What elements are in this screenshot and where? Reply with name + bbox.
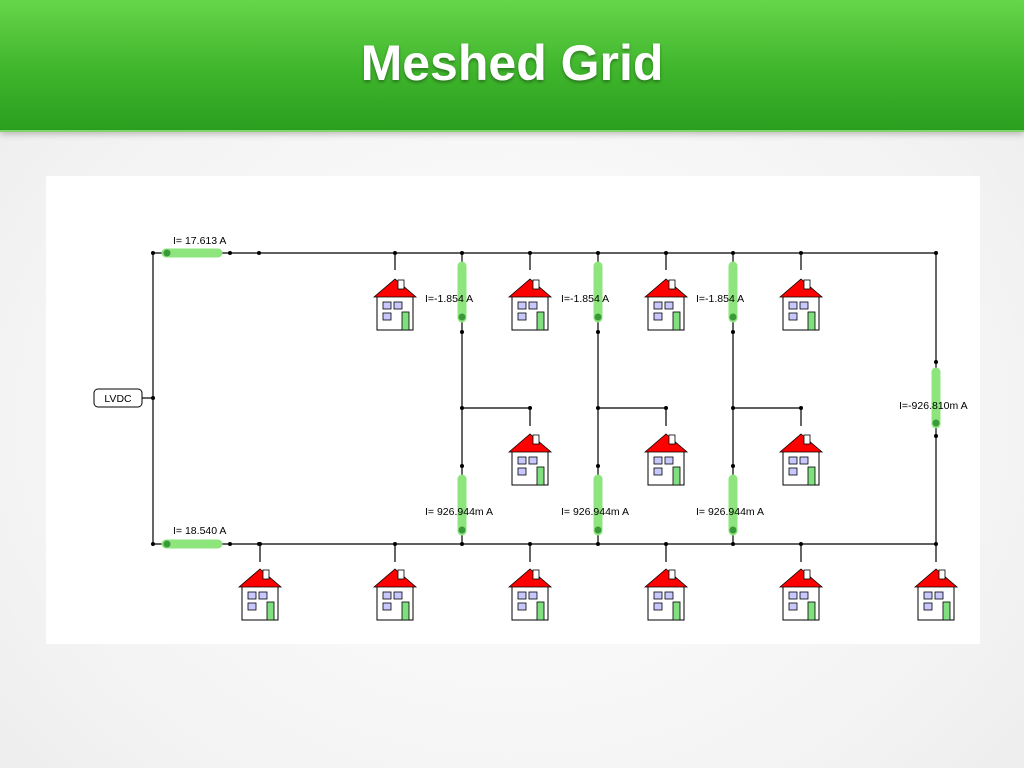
house-icon[interactable] (779, 433, 823, 486)
cable-branch-bottom-2[interactable] (593, 474, 603, 536)
junction-dot (934, 542, 938, 546)
cable-end-icon (932, 419, 940, 427)
cable-end-icon (458, 526, 466, 534)
title-bar: Meshed Grid (0, 0, 1024, 132)
house-icon[interactable] (508, 568, 552, 621)
junction-dot (151, 396, 155, 400)
cable-branch-top-3[interactable] (728, 261, 738, 323)
house-icon[interactable] (373, 278, 417, 331)
cable-label-branch-bottom-3: I= 926.944m A (696, 506, 764, 518)
junction-dot (228, 251, 232, 255)
junction-dot (393, 251, 397, 255)
junction-dot (460, 464, 464, 468)
junction-dot (799, 251, 803, 255)
page-title: Meshed Grid (360, 35, 664, 91)
junction-dot (596, 406, 600, 410)
house-icon[interactable] (779, 568, 823, 621)
junction-dot (460, 406, 464, 410)
junction-dot (596, 330, 600, 334)
house-icon[interactable] (238, 568, 282, 621)
junction-dot (664, 406, 668, 410)
junction-dot (731, 464, 735, 468)
cable-label-branch-bottom-1: I= 926.944m A (425, 506, 493, 518)
junction-dot (528, 406, 532, 410)
cable-feeder-top[interactable] (161, 248, 223, 258)
junction-dot (151, 251, 155, 255)
junction-dot (731, 542, 735, 546)
diagram-panel: I= 17.613 A I= 18.540 A I=-1.854 A I=-1.… (46, 176, 980, 644)
cable-label-branch-bottom-2: I= 926.944m A (561, 506, 629, 518)
junction-dot (934, 434, 938, 438)
junction-dot (731, 251, 735, 255)
junction-dot (596, 542, 600, 546)
cable-end-icon (729, 526, 737, 534)
cable-feeder-bottom[interactable] (161, 539, 223, 549)
junction-dot (393, 542, 397, 546)
cable-label-feeder-bottom: I= 18.540 A (173, 525, 226, 537)
cable-label-branch-top-1: I=-1.854 A (425, 293, 473, 305)
cable-end-icon (163, 249, 171, 257)
house-icon[interactable] (914, 568, 958, 621)
junction-dot (731, 406, 735, 410)
junction-dot (799, 406, 803, 410)
cable-label-branch-top-2: I=-1.854 A (561, 293, 609, 305)
house-icon[interactable] (373, 568, 417, 621)
junction-dot (799, 542, 803, 546)
cable-branch-top-2[interactable] (593, 261, 603, 323)
junction-dot (151, 542, 155, 546)
junction-dot (257, 251, 261, 255)
cable-end-icon (163, 540, 171, 548)
junction-dot (258, 542, 262, 546)
junction-dot (460, 251, 464, 255)
cable-tie-right[interactable] (931, 367, 941, 429)
cable-branch-bottom-3[interactable] (728, 474, 738, 536)
junction-dot (460, 542, 464, 546)
junction-dot (664, 251, 668, 255)
cable-label-feeder-top: I= 17.613 A (173, 235, 226, 247)
house-icon[interactable] (644, 433, 688, 486)
grid-diagram: I= 17.613 A I= 18.540 A I=-1.854 A I=-1.… (93, 235, 968, 621)
house-icon[interactable] (779, 278, 823, 331)
cable-label-tie-right: I=-926.810m A (899, 400, 968, 412)
cable-end-icon (594, 526, 602, 534)
junction-dot (664, 542, 668, 546)
cable-label-branch-top-3: I=-1.854 A (696, 293, 744, 305)
cable-end-icon (458, 313, 466, 321)
junction-dot (528, 251, 532, 255)
house-icon[interactable] (508, 433, 552, 486)
cable-branch-top-1[interactable] (457, 261, 467, 323)
junction-dot (528, 542, 532, 546)
lvdc-label: LVDC (104, 393, 132, 405)
cable-end-icon (729, 313, 737, 321)
junction-dot (596, 464, 600, 468)
junction-dot (460, 330, 464, 334)
cable-end-icon (594, 313, 602, 321)
junction-dot (596, 251, 600, 255)
cable-branch-bottom-1[interactable] (457, 474, 467, 536)
junction-dot (228, 542, 232, 546)
house-icon[interactable] (644, 568, 688, 621)
junction-dots (151, 251, 938, 546)
house-icon[interactable] (644, 278, 688, 331)
junction-dot (934, 360, 938, 364)
house-icon[interactable] (508, 278, 552, 331)
lvdc-source[interactable]: LVDC (93, 388, 143, 408)
junction-dot (934, 251, 938, 255)
junction-dot (731, 330, 735, 334)
